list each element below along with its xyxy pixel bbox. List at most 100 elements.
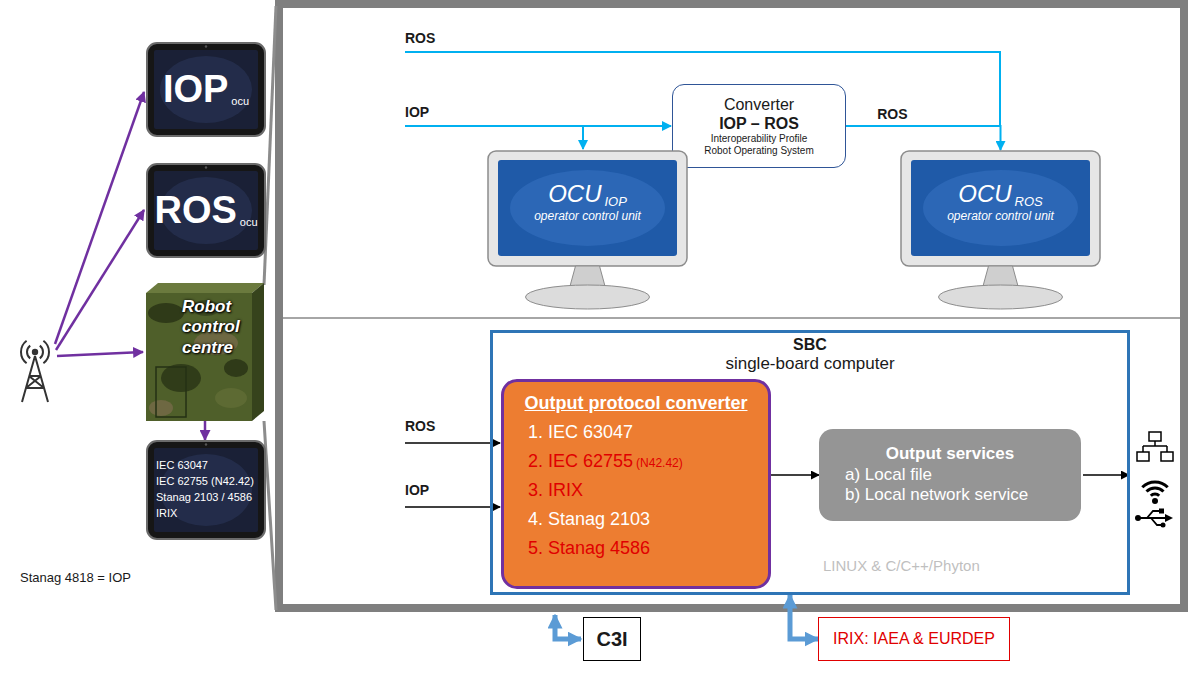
- output-services: Output servicesa) Local fileb) Local net…: [819, 429, 1081, 521]
- node-text: 1. IEC 63047: [528, 418, 633, 447]
- tablet-body: [147, 164, 265, 257]
- c3i-box: C3I: [583, 617, 641, 661]
- ocu-monitor: OCUROSoperator control unit: [893, 150, 1108, 312]
- camo-patch: [215, 388, 247, 408]
- tablet-camera: [205, 166, 207, 168]
- tablet-screen: [154, 171, 258, 250]
- node-text: Output services: [886, 444, 1015, 464]
- text-row: SBC: [493, 335, 1127, 354]
- usb-square: [1159, 509, 1164, 514]
- network-node: [1149, 432, 1161, 441]
- network-node: [1137, 452, 1149, 461]
- tablet-camera: [205, 45, 207, 47]
- standards-tablet: IEC 63047IEC 62755 (N42.42)Stanag 2103 /…: [146, 440, 266, 540]
- text-row: IEC 62755 (N42.42): [156, 474, 256, 490]
- node-text: SBC: [793, 335, 827, 354]
- network-link: [1143, 441, 1167, 452]
- monitor-screen: [498, 160, 677, 256]
- text-row: Converter: [681, 95, 837, 114]
- text-row: 1. IEC 63047: [514, 418, 758, 447]
- radio-waves: [21, 341, 49, 363]
- node-text: IOP – ROS: [719, 114, 799, 133]
- node-text: single-board computer: [725, 354, 894, 374]
- text-row: a) Local file: [829, 465, 1071, 485]
- node-text: ROS: [154, 188, 236, 234]
- flow-arrow: [771, 474, 819, 476]
- panel-divider: [283, 317, 1180, 319]
- usb-circle: [1161, 523, 1166, 528]
- node-text: ocu: [231, 95, 249, 108]
- usb-icon: [1135, 509, 1173, 528]
- container-door: [156, 367, 186, 417]
- node-text: ocu: [240, 216, 258, 229]
- screen-glow: [510, 170, 665, 246]
- container-roof: [146, 283, 264, 293]
- node-text: 5. Stanag 4586: [528, 534, 650, 563]
- text-row: 5. Stanag 4586: [514, 534, 758, 563]
- text-row: Stanag 2103 / 4586: [156, 490, 256, 506]
- sbc-box: SBCsingle-board computerLINUX & C/C++/Ph…: [490, 330, 1130, 595]
- node-text: LINUX & C/C++/Phyton: [823, 557, 980, 575]
- screen-glow: [160, 56, 252, 123]
- monitor-picture: [480, 150, 695, 312]
- irix-box: IRIX: IAEA & EURDEP: [818, 617, 1010, 661]
- text-row: Output protocol converter: [514, 388, 758, 418]
- node-text: 3. IRIX: [528, 476, 583, 505]
- ros-input-arrow: [405, 442, 500, 444]
- tablet-body: [147, 43, 265, 136]
- ocu-monitor: OCUIOPoperator control unit: [480, 150, 695, 312]
- node-text: Robot control centre: [182, 297, 248, 358]
- monitor-bezel: [488, 151, 687, 266]
- tablet-screen: [154, 50, 258, 129]
- text-row: LINUX & C/C++/Phyton: [823, 557, 980, 575]
- node-text: Output protocol converter: [524, 388, 747, 418]
- node-text: a) Local file: [845, 465, 932, 485]
- node-text: OCU: [958, 180, 1011, 209]
- screen-glow: [923, 170, 1078, 246]
- output-arrow: [1083, 474, 1129, 476]
- node-text: b) Local network service: [845, 485, 1028, 505]
- text-row: IOPocu: [152, 67, 260, 113]
- antenna-tip: [32, 349, 38, 355]
- text-row: OCUIOP: [480, 180, 695, 209]
- text-row: Interoperability Profile: [681, 133, 837, 145]
- signal-label: ROS: [405, 30, 435, 47]
- node-text: IOP: [604, 194, 626, 210]
- iop-branch-line: [582, 126, 584, 149]
- text-row: ROS ocu: [152, 188, 260, 234]
- network-node: [1161, 452, 1173, 461]
- zoom-frame: [279, 4, 1184, 608]
- iop-input-line: [405, 125, 671, 127]
- ocu-tablet: IOPocu: [146, 42, 266, 137]
- tablet-camera: [205, 443, 207, 445]
- text-row: OCUROS: [893, 180, 1108, 209]
- radio-link-arrow: [56, 210, 144, 350]
- text-row: 2. IEC 62755(N42.42): [514, 447, 758, 476]
- node-text: (N42.42): [636, 456, 683, 470]
- node-text: Robot Operating System: [704, 145, 814, 157]
- text-row: 3. IRIX: [514, 476, 758, 505]
- wifi-dot: [1152, 498, 1158, 504]
- tablet-picture: [146, 440, 266, 540]
- node-text: Stanag 2103 / 4586: [156, 490, 252, 506]
- node-text: operator control unit: [947, 209, 1054, 223]
- c3i-link-arrow: [555, 615, 581, 639]
- output-protocol-converter: Output protocol converter1. IEC 630472. …: [501, 379, 771, 589]
- text-row: operator control unit: [480, 209, 695, 223]
- monitor-screen: [911, 160, 1090, 256]
- antenna-symbol: [21, 341, 49, 402]
- node-text: IEC 63047: [156, 458, 208, 474]
- camo-patch: [161, 364, 201, 392]
- text-row: Output services: [829, 444, 1071, 464]
- ocu-tablet: ROS ocu: [146, 163, 266, 258]
- node-text: IEC 62755 (N42.42): [156, 474, 254, 490]
- text-row: IOP – ROS: [681, 114, 837, 133]
- converter-box: ConverterIOP – ROSInteroperability Profi…: [672, 84, 846, 168]
- monitor-bezel: [901, 151, 1100, 266]
- camo-patch: [149, 400, 173, 416]
- text-row: C3I: [588, 627, 636, 651]
- signal-label: ROS: [405, 418, 435, 435]
- text-row: IEC 63047: [156, 458, 256, 474]
- node-text: 4. Stanag 2103: [528, 505, 650, 534]
